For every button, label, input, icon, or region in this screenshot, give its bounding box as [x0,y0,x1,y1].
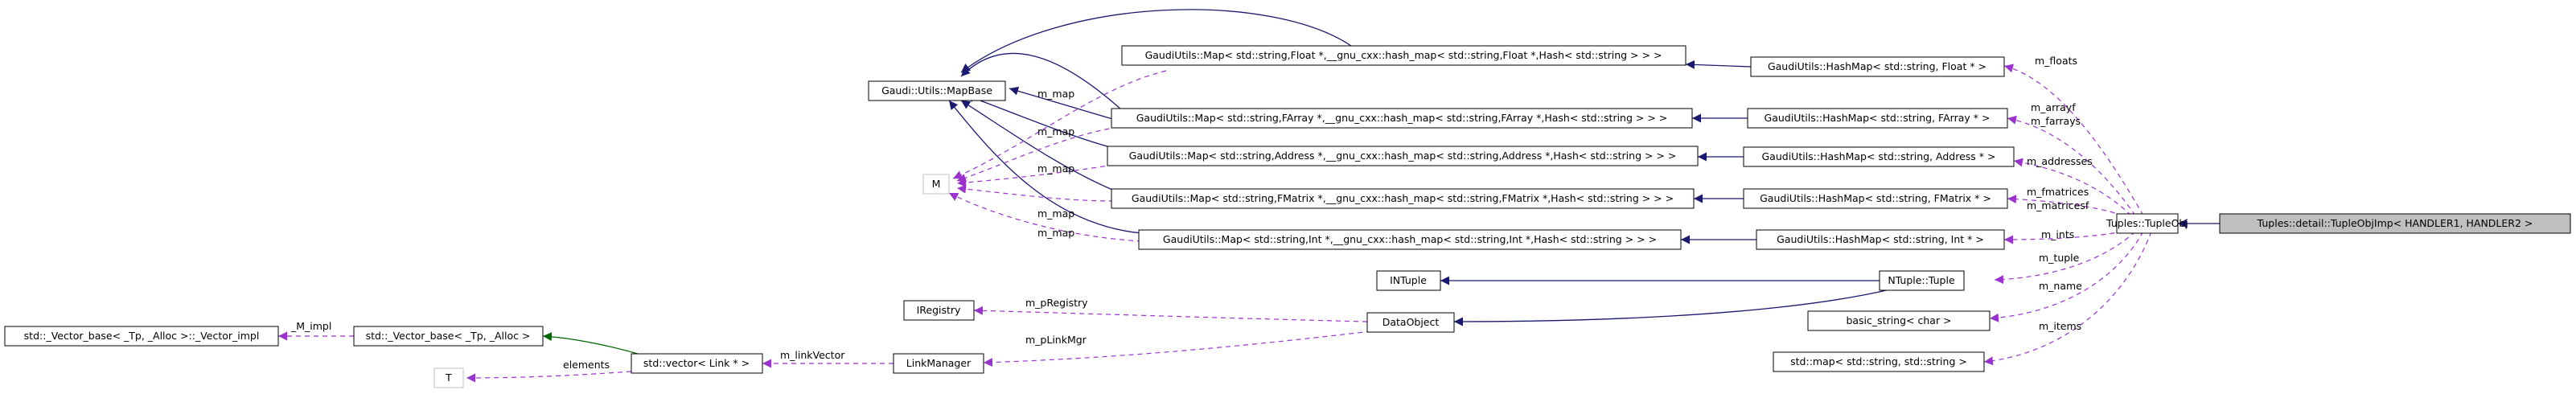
edge-labels: m_floats m_arrayf m_farrays m_addresses … [290,55,2093,371]
edge-map-address-mapbase [964,93,1117,150]
edge-ntuple-dataobject [1453,289,1891,326]
node-hashmap-int-label: GaudiUtils::HashMap< std::string, Int * … [1777,233,1984,245]
nodes: Tuples::detail::TupleObjImp< HANDLER1, H… [4,45,2571,388]
node-intuple[interactable]: INTuple [1376,270,1441,291]
edge-m-name [1989,231,2144,322]
label-m-arrayf: m_arrayf [2031,101,2076,113]
edge-map-float-mapbase [960,9,1352,73]
node-hashmap-farray[interactable]: GaudiUtils::HashMap< std::string, FArray… [1747,108,2008,129]
edge-m-fmatrices [2007,195,2124,216]
label-m-matricesf: m_matricesf [2027,199,2089,211]
node-map-farray-label: GaudiUtils::Map< std::string,FArray *,__… [1136,112,1668,124]
node-t-template: T [433,367,464,388]
node-intuple-label: INTuple [1390,274,1427,286]
edge-map-int-m [948,192,1143,242]
node-map-fmatrix-label: GaudiUtils::Map< std::string,FMatrix *,_… [1132,192,1674,204]
node-iregistry[interactable]: IRegistry [903,300,975,321]
edge-m-pregistry [973,306,1368,322]
node-map-fmatrix[interactable]: GaudiUtils::Map< std::string,FMatrix *,_… [1111,188,1695,209]
edge-vector-vectorbase [542,332,644,356]
node-map-address-label: GaudiUtils::Map< std::string,Address *,_… [1129,150,1677,162]
edge-map-farray-m [956,126,1119,183]
node-basic-string-label: basic_string< char > [1846,314,1951,326]
label-m-floats: m_floats [2035,55,2077,67]
edge-map-int-mapbase [948,100,1143,234]
node-map-float-label: GaudiUtils::Map< std::string,Float *,__g… [1145,49,1662,61]
edge-hashmap-float-map [1685,60,1752,69]
edge-map-farray-mapbase-2 [1009,86,1119,121]
node-tuple-obj-imp[interactable]: Tuples::detail::TupleObjImp< HANDLER1, H… [2219,213,2571,234]
node-hashmap-float[interactable]: GaudiUtils::HashMap< std::string, Float … [1750,56,2005,77]
node-map-int[interactable]: GaudiUtils::Map< std::string,Int *,__gnu… [1138,229,1682,250]
edge-map-farray-mapbase [960,52,1123,111]
node-tuple-obj[interactable]: Tuples::TupleObj [2106,213,2188,234]
label-m-map-2: m_map [1037,125,1074,137]
node-data-object-label: DataObject [1382,316,1440,328]
node-std-map[interactable]: std::map< std::string, std::string > [1773,351,1985,372]
node-ntuple-label: NTuple::Tuple [1888,274,1955,286]
edges [278,9,2220,383]
node-hashmap-fmatrix-label: GaudiUtils::HashMap< std::string, FMatri… [1760,192,1991,204]
node-hashmap-address-label: GaudiUtils::HashMap< std::string, Addres… [1762,150,1996,162]
edge-m-floats [2003,64,2144,216]
label-m-map-5: m_map [1037,227,1074,239]
node-tuple-obj-label: Tuples::TupleObj [2106,217,2188,229]
label-m-map-3: m_map [1037,162,1074,174]
node-hashmap-address[interactable]: GaudiUtils::HashMap< std::string, Addres… [1743,146,2015,167]
node-link-manager[interactable]: LinkManager [893,353,984,374]
node-m-template: M [922,174,950,195]
node-link-manager-label: LinkManager [906,357,972,369]
node-t-template-label: T [445,371,452,384]
label-m-impl: _M_impl [290,320,331,332]
label-m-tuple: m_tuple [2039,252,2080,264]
edge-m-plinkmgr [983,330,1372,367]
node-hashmap-float-label: GaudiUtils::HashMap< std::string, Float … [1768,60,1986,72]
label-m-items: m_items [2039,320,2081,332]
node-map-base[interactable]: Gaudi::Utils::MapBase [868,80,1006,101]
edge-elements [466,371,632,383]
node-std-map-label: std::map< std::string, std::string > [1790,355,1967,367]
node-iregistry-label: IRegistry [917,304,961,316]
node-map-address[interactable]: GaudiUtils::Map< std::string,Address *,_… [1107,146,1699,166]
node-vector-base-label: std::_Vector_base< _Tp, _Alloc > [366,330,531,342]
edge-m-tuple [1994,231,2136,285]
node-hashmap-farray-label: GaudiUtils::HashMap< std::string, FArray… [1765,112,1991,124]
node-map-farray[interactable]: GaudiUtils::Map< std::string,FArray *,__… [1111,108,1693,129]
label-m-pregistry: m_pRegistry [1025,297,1088,309]
edge-map-fmatrix-mapbase [960,100,1117,192]
node-map-base-label: Gaudi::Utils::MapBase [881,84,992,96]
node-hashmap-int[interactable]: GaudiUtils::HashMap< std::string, Int * … [1756,229,2005,250]
edge-map-fmatrix-m [956,184,1115,202]
label-m-ints: m_ints [2041,228,2074,240]
edge-m-addresses [2013,158,2132,216]
node-std-vector[interactable]: std::vector< Link * > [631,353,763,374]
edge-m-items [1983,231,2152,366]
edge-map-float-m [952,70,1167,179]
node-basic-string[interactable]: basic_string< char > [1807,310,1991,331]
edge-m-ints [2003,231,2124,244]
node-vector-base[interactable]: std::_Vector_base< _Tp, _Alloc > [353,326,544,347]
label-m-addresses: m_addresses [2027,155,2093,167]
label-m-map-4: m_map [1037,207,1074,220]
node-map-float[interactable]: GaudiUtils::Map< std::string,Float *,__g… [1121,45,1687,66]
edge-map-address-m [956,164,1115,187]
node-tuple-obj-imp-label: Tuples::detail::TupleObjImp< HANDLER1, H… [2257,217,2533,229]
label-m-fmatrices: m_fmatrices [2027,186,2089,198]
node-hashmap-fmatrix[interactable]: GaudiUtils::HashMap< std::string, FMatri… [1743,188,2008,209]
node-data-object[interactable]: DataObject [1366,312,1455,333]
node-vector-impl-label: std::_Vector_base< _Tp, _Alloc >::_Vecto… [24,330,260,342]
label-m-linkvector: m_linkVector [780,349,845,361]
label-m-farrays: m_farrays [2031,115,2081,127]
edge-m-farrays [2007,115,2136,216]
label-m-map-1: m_map [1037,88,1074,100]
label-elements: elements [563,359,610,371]
label-m-name: m_name [2039,280,2082,292]
node-m-template-label: M [932,178,941,190]
node-std-vector-label: std::vector< Link * > [643,357,750,369]
node-ntuple[interactable]: NTuple::Tuple [1879,270,1965,291]
label-m-plinkmgr: m_pLinkMgr [1025,334,1087,346]
node-vector-impl[interactable]: std::_Vector_base< _Tp, _Alloc >::_Vecto… [4,326,279,347]
node-map-int-label: GaudiUtils::Map< std::string,Int *,__gnu… [1163,233,1657,245]
